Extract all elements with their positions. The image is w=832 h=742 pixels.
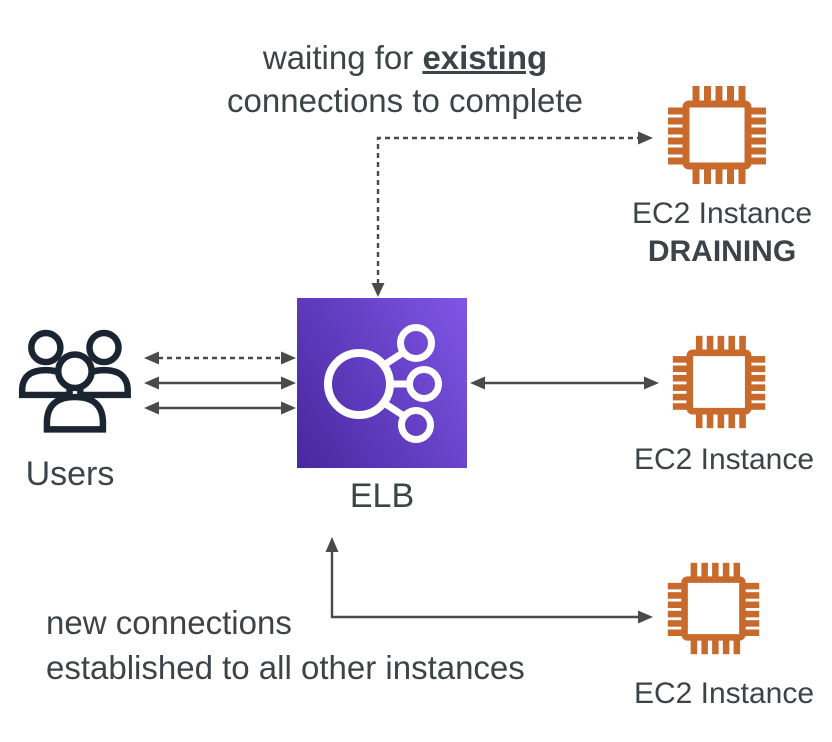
annotation-waiting-highlight: existing [422, 39, 548, 76]
annotation-waiting-line2: connections to complete [227, 82, 583, 119]
ec2-instance-icon [667, 562, 760, 655]
chip-pins-left [667, 582, 682, 637]
elb-draining-connector [371, 131, 653, 297]
chip-pins-top [692, 86, 746, 101]
ec2-draining-label: EC2 Instance [631, 197, 813, 230]
chip-pins-right [745, 582, 760, 637]
annotation-waiting: waiting for existing connections to comp… [170, 36, 640, 122]
ec2-bottom-node [665, 560, 762, 662]
annotation-waiting-prefix: waiting for [262, 39, 423, 76]
chip-pins-top [695, 335, 746, 350]
ec2-middle-node [670, 333, 768, 436]
ec2-draining-status: DRAINING [647, 235, 797, 268]
users-label: Users [25, 455, 115, 493]
elb-glyph [324, 324, 442, 443]
annotation-new-connections-line2: established to all other instances [46, 649, 525, 686]
annotation-new-connections: new connections established to all other… [46, 600, 606, 690]
ec2-bottom-label: EC2 Instance [633, 677, 815, 710]
user-front [43, 351, 107, 433]
annotation-new-connections-line1: new connections [46, 604, 292, 641]
users-elb-connection-2 [144, 401, 296, 415]
users-elb-connection-1 [144, 376, 296, 390]
ec2-instance-icon [668, 86, 766, 184]
users-icon [18, 329, 131, 433]
chip-pins-top [690, 562, 741, 577]
elb-ec2-middle-connection [470, 376, 659, 390]
ec2-draining-node [665, 83, 769, 192]
chip-pins-left [668, 107, 683, 165]
elb-ec2-bottom-connector [325, 537, 653, 624]
users-node [16, 326, 136, 438]
elb-node [297, 298, 467, 468]
elb-label: ELB [349, 477, 415, 515]
chip-pins-bottom [695, 414, 746, 429]
elb-icon [324, 324, 442, 443]
chip-pins-left [672, 356, 687, 410]
chip-pins-bottom [690, 640, 741, 655]
ec2-middle-label: EC2 Instance [633, 443, 815, 476]
chip-pins-bottom [692, 169, 746, 184]
users-elb-connection-dashed [144, 351, 296, 365]
chip-pins-right [751, 107, 766, 165]
chip-pins-right [751, 356, 766, 410]
ec2-instance-icon [672, 335, 766, 429]
